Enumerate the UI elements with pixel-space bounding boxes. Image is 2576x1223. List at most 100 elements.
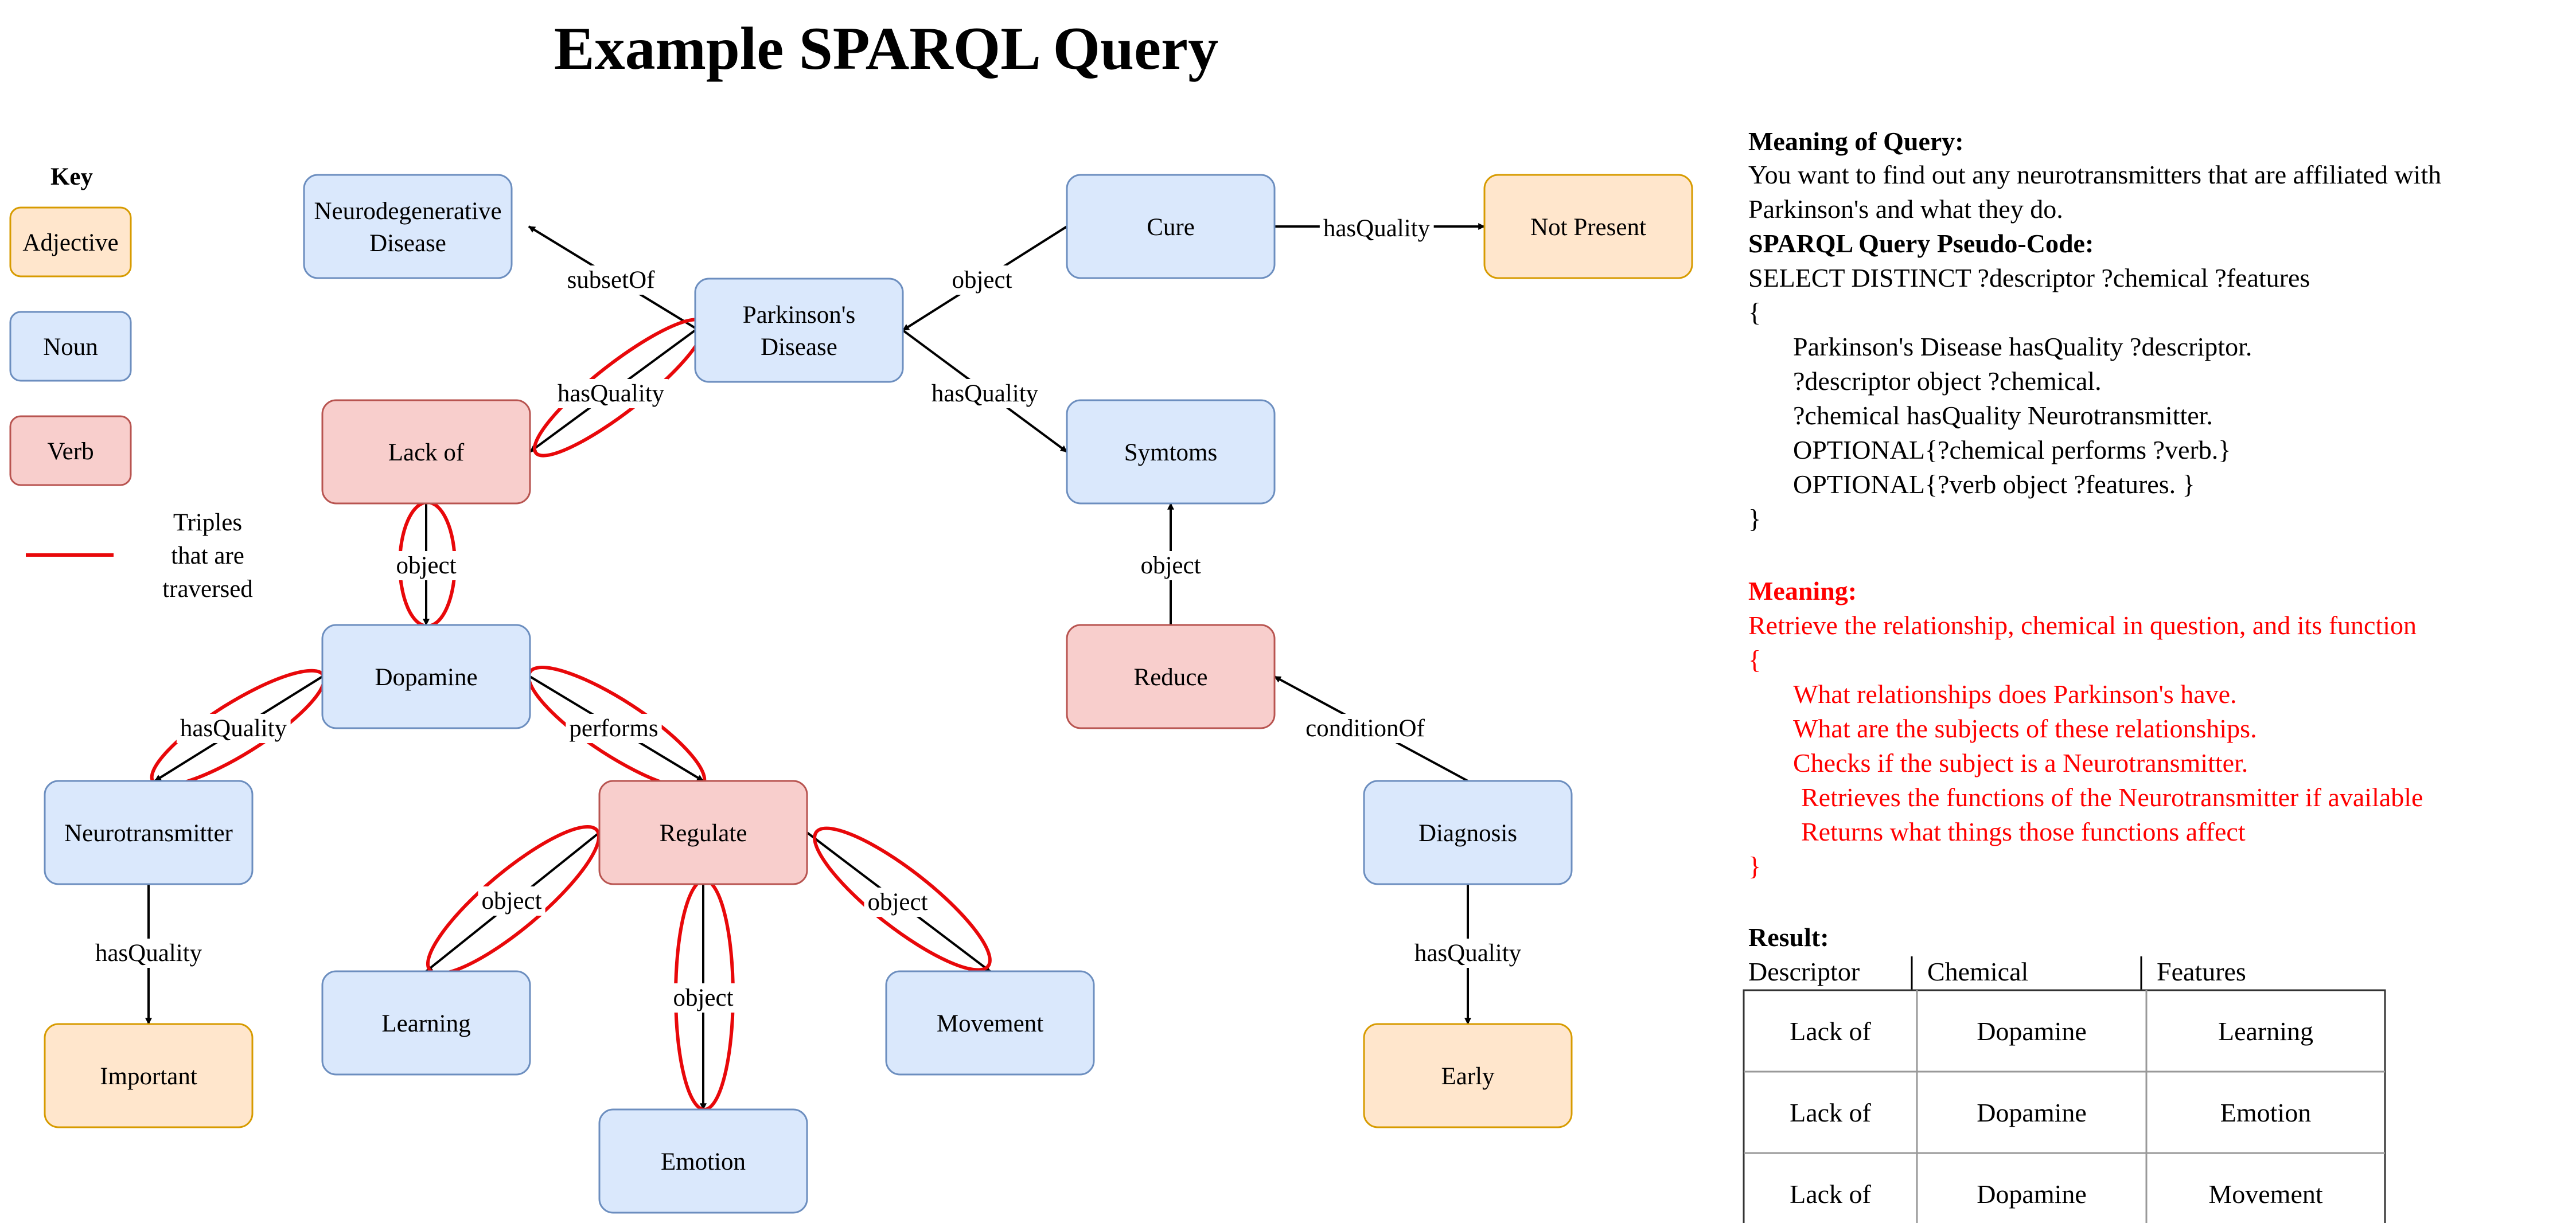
traversed-caption: traversed (162, 576, 253, 603)
table-cell: Learning (2218, 1017, 2313, 1046)
node-label: Cure (1147, 214, 1195, 241)
red-meaning-line: Checks if the subject is a Neurotransmit… (1793, 748, 2248, 777)
node-regulate: Regulate (598, 780, 808, 885)
node-label: Lack of (388, 439, 465, 466)
edge-label-parkinsons-to-symtoms: hasQuality (932, 380, 1039, 407)
result-heading: Result: (1748, 923, 1829, 952)
meaning-heading: Meaning of Query: (1748, 127, 1964, 156)
key-item-adjective: Adjective (9, 206, 132, 278)
node-box (694, 278, 904, 383)
node-label: Movement (937, 1010, 1043, 1037)
code-line: ?descriptor object ?chemical. (1793, 366, 2102, 396)
node-label: Disease (369, 230, 446, 257)
node-label: Early (1441, 1063, 1495, 1090)
edge-label-reduce-to-symtoms: object (1140, 552, 1201, 579)
node-label: Disease (761, 334, 837, 361)
node-label: Neurotransmitter (64, 820, 233, 847)
page-title: Example SPARQL Query (554, 15, 1218, 82)
edge-label-bg (1137, 551, 1205, 580)
red-meaning-heading: Meaning: (1748, 576, 1857, 605)
edge-label-lack_of-to-dopamine: object (396, 552, 456, 579)
key-item-label: Noun (43, 334, 98, 361)
code-line: } (1748, 504, 1761, 533)
edge-label-bg (948, 265, 1016, 295)
table-cell: Lack of (1790, 1017, 1871, 1046)
table-cell: Dopamine (1977, 1017, 2087, 1046)
edge-label-cure-to-parkinsons: object (952, 267, 1012, 294)
key-item-verb: Verb (9, 415, 132, 486)
nodes-layer: NeurodegenerativeDiseaseParkinson'sDisea… (44, 174, 1693, 1214)
node-label: Emotion (661, 1148, 746, 1175)
node-neurotransmitter: Neurotransmitter (44, 780, 254, 885)
node-label: Reduce (1134, 664, 1208, 691)
edge-label-bg (566, 714, 662, 743)
node-label: Dopamine (375, 664, 477, 691)
key-swatch (9, 311, 132, 382)
node-reduce: Reduce (1066, 624, 1276, 729)
node-label: Symtoms (1124, 439, 1218, 466)
traversed-highlights (150, 318, 992, 1111)
edge-label-dopamine-to-regulate: performs (569, 715, 658, 742)
key-heading: Key (50, 163, 93, 190)
node-label: Parkinson's (743, 302, 855, 329)
node-box (598, 1108, 808, 1214)
key-item-noun: Noun (9, 311, 132, 382)
result-table (1743, 989, 2386, 1223)
node-dopamine: Dopamine (321, 624, 531, 729)
node-box (321, 970, 531, 1076)
traversed-highlight-regulate-to-movement (813, 826, 992, 972)
node-box (44, 780, 254, 885)
edge-label-bg (669, 983, 737, 1013)
edge-label-bg (554, 379, 668, 408)
key-item-label: Verb (47, 438, 93, 465)
code-line: OPTIONAL{?verb object ?features. } (1793, 470, 2195, 499)
table-cell: Lack of (1790, 1179, 1871, 1209)
edge-label-neurotransmitter-to-important: hasQuality (95, 940, 202, 967)
red-meaning-line: { (1748, 645, 1761, 674)
node-box (1363, 1023, 1573, 1128)
table-cell: Emotion (2220, 1098, 2311, 1127)
edge-label-dopamine-to-neurotransmitter: hasQuality (180, 715, 287, 742)
code-line: OPTIONAL{?chemical performs ?verb.} (1793, 435, 2231, 464)
red-meaning-line: } (1748, 851, 1761, 881)
meaning-text: Parkinson's and what they do. (1748, 194, 2063, 224)
table-cell: Movement (2208, 1179, 2323, 1209)
node-box (321, 399, 531, 505)
node-box (1363, 780, 1573, 885)
table-cell: Lack of (1790, 1098, 1871, 1127)
node-box (44, 1023, 254, 1128)
red-meaning-line: What are the subjects of these relations… (1793, 714, 2257, 743)
node-box (303, 174, 513, 279)
edge-label-cure-to-not_present: hasQuality (1323, 215, 1431, 242)
node-movement: Movement (885, 970, 1095, 1076)
node-label: Neurodegenerative (314, 198, 501, 225)
code-line: { (1748, 298, 1761, 327)
code-heading: SPARQL Query Pseudo-Code: (1748, 229, 2094, 258)
node-label: Diagnosis (1418, 820, 1517, 847)
node-not-present: Not Present (1483, 174, 1693, 279)
node-box (885, 970, 1095, 1076)
table-header-2: Features (2157, 957, 2246, 986)
edge-label-bg (927, 379, 1042, 408)
code-line: Parkinson's Disease hasQuality ?descript… (1793, 332, 2252, 361)
red-meaning-line: What relationships does Parkinson's have… (1793, 679, 2237, 709)
traversed-caption: Triples (173, 509, 242, 536)
table-header-0: Descriptor (1748, 957, 1860, 986)
edge-label-bg (478, 886, 545, 916)
edge-label-parkinsons-to-lack_of: hasQuality (558, 380, 665, 407)
query-panel: Meaning of Query:You want to find out an… (1743, 127, 2441, 1223)
edge-label-bg (392, 551, 460, 580)
node-label: Regulate (660, 820, 747, 847)
edge-label-bg (563, 265, 659, 295)
edge-label-diagnosis-to-reduce: conditionOf (1305, 715, 1425, 742)
traversed-highlight-regulate-to-learning (426, 825, 601, 975)
edge-label-bg (864, 888, 932, 917)
node-important: Important (44, 1023, 254, 1128)
key-item-label: Adjective (22, 229, 118, 256)
edge-label-regulate-to-learning: object (481, 888, 541, 915)
red-meaning-line: Returns what things those functions affe… (1801, 817, 2246, 846)
